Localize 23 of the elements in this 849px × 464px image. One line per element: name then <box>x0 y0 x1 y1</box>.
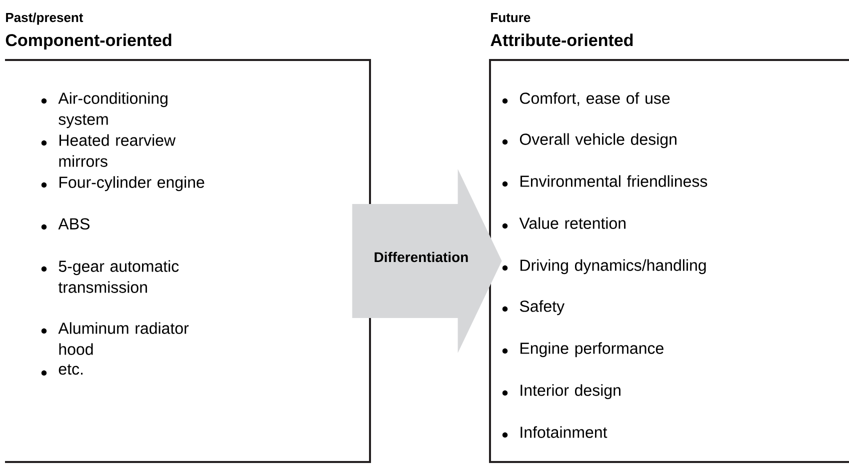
heading: Past/present <box>6 12 84 25</box>
list-item: Four-cylinder engine <box>60 176 204 192</box>
heading: Attribute-oriented <box>490 34 633 46</box>
heading: Component-oriented <box>6 34 172 50</box>
list-item: Overall vehicle design <box>520 133 676 148</box>
heading: Future <box>491 13 530 22</box>
list-item: Interior design <box>520 384 620 400</box>
list-item: Air-conditioning system <box>58 92 168 128</box>
list-item: Infotainment <box>520 426 608 438</box>
block-arrow <box>352 169 502 353</box>
list-item: Driving dynamics/handling <box>520 259 706 274</box>
list-item: Safety <box>520 300 565 316</box>
list-item: 5-gear automatic transmission <box>58 260 179 293</box>
list-item: Heated rearview mirrors <box>59 134 176 167</box>
list-item: etc. <box>58 364 83 375</box>
list-item: Comfort, ease of use <box>520 92 670 106</box>
list-item: Environmental friendliness <box>520 175 708 187</box>
list-box <box>489 59 849 463</box>
list-item: Engine performance <box>520 342 664 358</box>
list-item: ABS <box>58 218 90 230</box>
list-box <box>5 59 371 463</box>
edge-label: Differentiation <box>372 250 470 264</box>
list-item: Value retention <box>519 217 626 229</box>
